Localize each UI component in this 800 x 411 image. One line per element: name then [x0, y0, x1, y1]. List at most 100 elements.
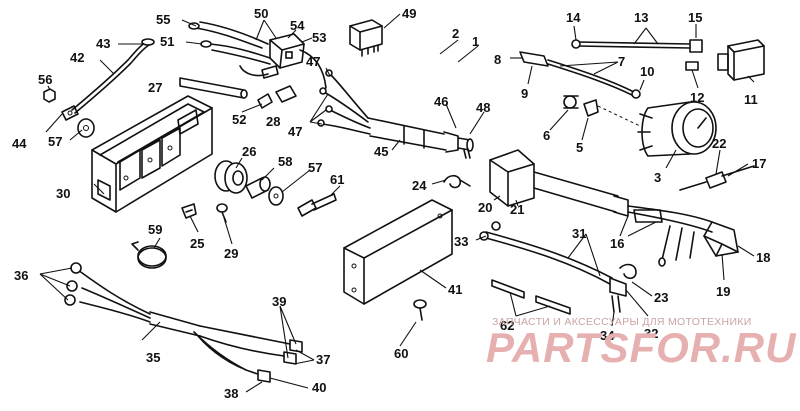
screw-part	[216, 203, 228, 223]
callout-40: 40	[312, 380, 326, 395]
cable-part	[571, 39, 703, 53]
callout-28: 28	[266, 114, 280, 129]
callout-27: 27	[148, 80, 162, 95]
callout-25: 25	[190, 236, 204, 251]
callout-39: 39	[272, 294, 286, 309]
watermark-logo: PARTSFOR.RU	[486, 324, 797, 371]
callout-11: 11	[744, 92, 758, 107]
callout-14: 14	[566, 10, 581, 25]
callout-36: 36	[14, 268, 28, 283]
gauge-part	[637, 101, 717, 157]
harness-lower-part	[64, 262, 303, 383]
callout-18: 18	[756, 250, 770, 265]
plug-part	[658, 221, 739, 267]
sender-part	[717, 39, 765, 81]
callout-7: 7	[618, 54, 625, 69]
callout-57-center: 57	[308, 160, 322, 175]
ground-strap-part	[61, 38, 155, 121]
callout-15: 15	[688, 10, 702, 25]
callout-46: 46	[434, 94, 448, 109]
callout-12: 12	[690, 90, 704, 105]
watermark-tagline: ЗАПЧАСТИ И АКСЕССУАРЫ ДЛЯ МОТОТЕХНИКИ	[492, 316, 752, 328]
callout-24: 24	[412, 178, 427, 193]
callout-56: 56	[38, 72, 52, 87]
callout-50: 50	[254, 6, 268, 21]
clip-part	[619, 263, 637, 280]
callout-47-lower: 47	[288, 124, 302, 139]
callout-58: 58	[278, 154, 292, 169]
fitting-part	[685, 61, 699, 71]
callout-38: 38	[224, 386, 238, 401]
callout-29: 29	[224, 246, 238, 261]
callout-32: 32	[644, 326, 658, 341]
clip-part	[181, 203, 197, 219]
callout-44: 44	[12, 136, 27, 151]
callout-45: 45	[374, 144, 388, 159]
bulb-socket-part	[563, 95, 641, 127]
callout-54: 54	[290, 18, 305, 33]
callout-20: 20	[478, 200, 492, 215]
callout-41: 41	[448, 282, 462, 297]
callout-47-upper: 47	[306, 54, 320, 69]
callout-19: 19	[716, 284, 730, 299]
callout-23: 23	[654, 290, 668, 305]
callout-1: 1	[472, 34, 479, 49]
terminal-part	[611, 295, 621, 313]
callout-57-left: 57	[48, 134, 62, 149]
callout-48: 48	[476, 100, 490, 115]
callout-49: 49	[402, 6, 416, 21]
callout-26: 26	[242, 144, 256, 159]
callout-16: 16	[610, 236, 624, 251]
callout-61: 61	[330, 172, 344, 187]
connector-part	[257, 93, 273, 109]
sleeve-part	[491, 279, 571, 315]
callout-6: 6	[543, 128, 550, 143]
callout-17: 17	[752, 156, 766, 171]
callout-3: 3	[654, 170, 661, 185]
connector-part	[275, 85, 297, 103]
callout-33: 33	[454, 234, 468, 249]
cover-part	[343, 199, 453, 305]
key-switch-part	[489, 149, 713, 233]
callout-34: 34	[600, 328, 615, 343]
callout-5: 5	[576, 140, 583, 155]
lead-part	[479, 221, 627, 297]
callout-9: 9	[521, 86, 528, 101]
screw-part	[413, 299, 427, 321]
callout-55: 55	[156, 12, 170, 27]
callout-8: 8	[494, 52, 501, 67]
callout-42: 42	[70, 50, 84, 65]
grommet-part	[214, 160, 248, 194]
callout-31: 31	[572, 226, 586, 241]
callout-21: 21	[510, 202, 524, 217]
callout-43: 43	[96, 36, 110, 51]
leader-lines	[39, 13, 755, 393]
rod-part	[179, 77, 245, 99]
callout-52: 52	[232, 112, 246, 127]
control-box-part	[91, 95, 213, 213]
harness-upper-part	[188, 21, 327, 89]
bolt-part	[297, 193, 337, 217]
callout-13: 13	[634, 10, 648, 25]
callout-labels: 1 2 3 5 6 7 8 9 10 11 12 13 14 15 16 17 …	[12, 6, 770, 401]
washer-part	[77, 118, 95, 138]
clamp-part	[131, 241, 167, 269]
connector-part	[679, 165, 755, 191]
callout-51: 51	[160, 34, 174, 49]
callout-62: 62	[500, 318, 514, 333]
callout-10: 10	[640, 64, 654, 79]
callout-35: 35	[146, 350, 160, 365]
callout-59: 59	[148, 222, 162, 237]
callout-60: 60	[394, 346, 408, 361]
cable-part	[367, 117, 474, 159]
clip-part	[443, 174, 471, 189]
nut-part	[43, 88, 56, 103]
callout-2: 2	[452, 26, 459, 41]
callout-37: 37	[316, 352, 330, 367]
lead-part	[519, 51, 641, 99]
callout-22: 22	[712, 136, 726, 151]
wire-bundle-part	[317, 69, 371, 135]
washer-part	[268, 186, 284, 206]
callout-30: 30	[56, 186, 70, 201]
